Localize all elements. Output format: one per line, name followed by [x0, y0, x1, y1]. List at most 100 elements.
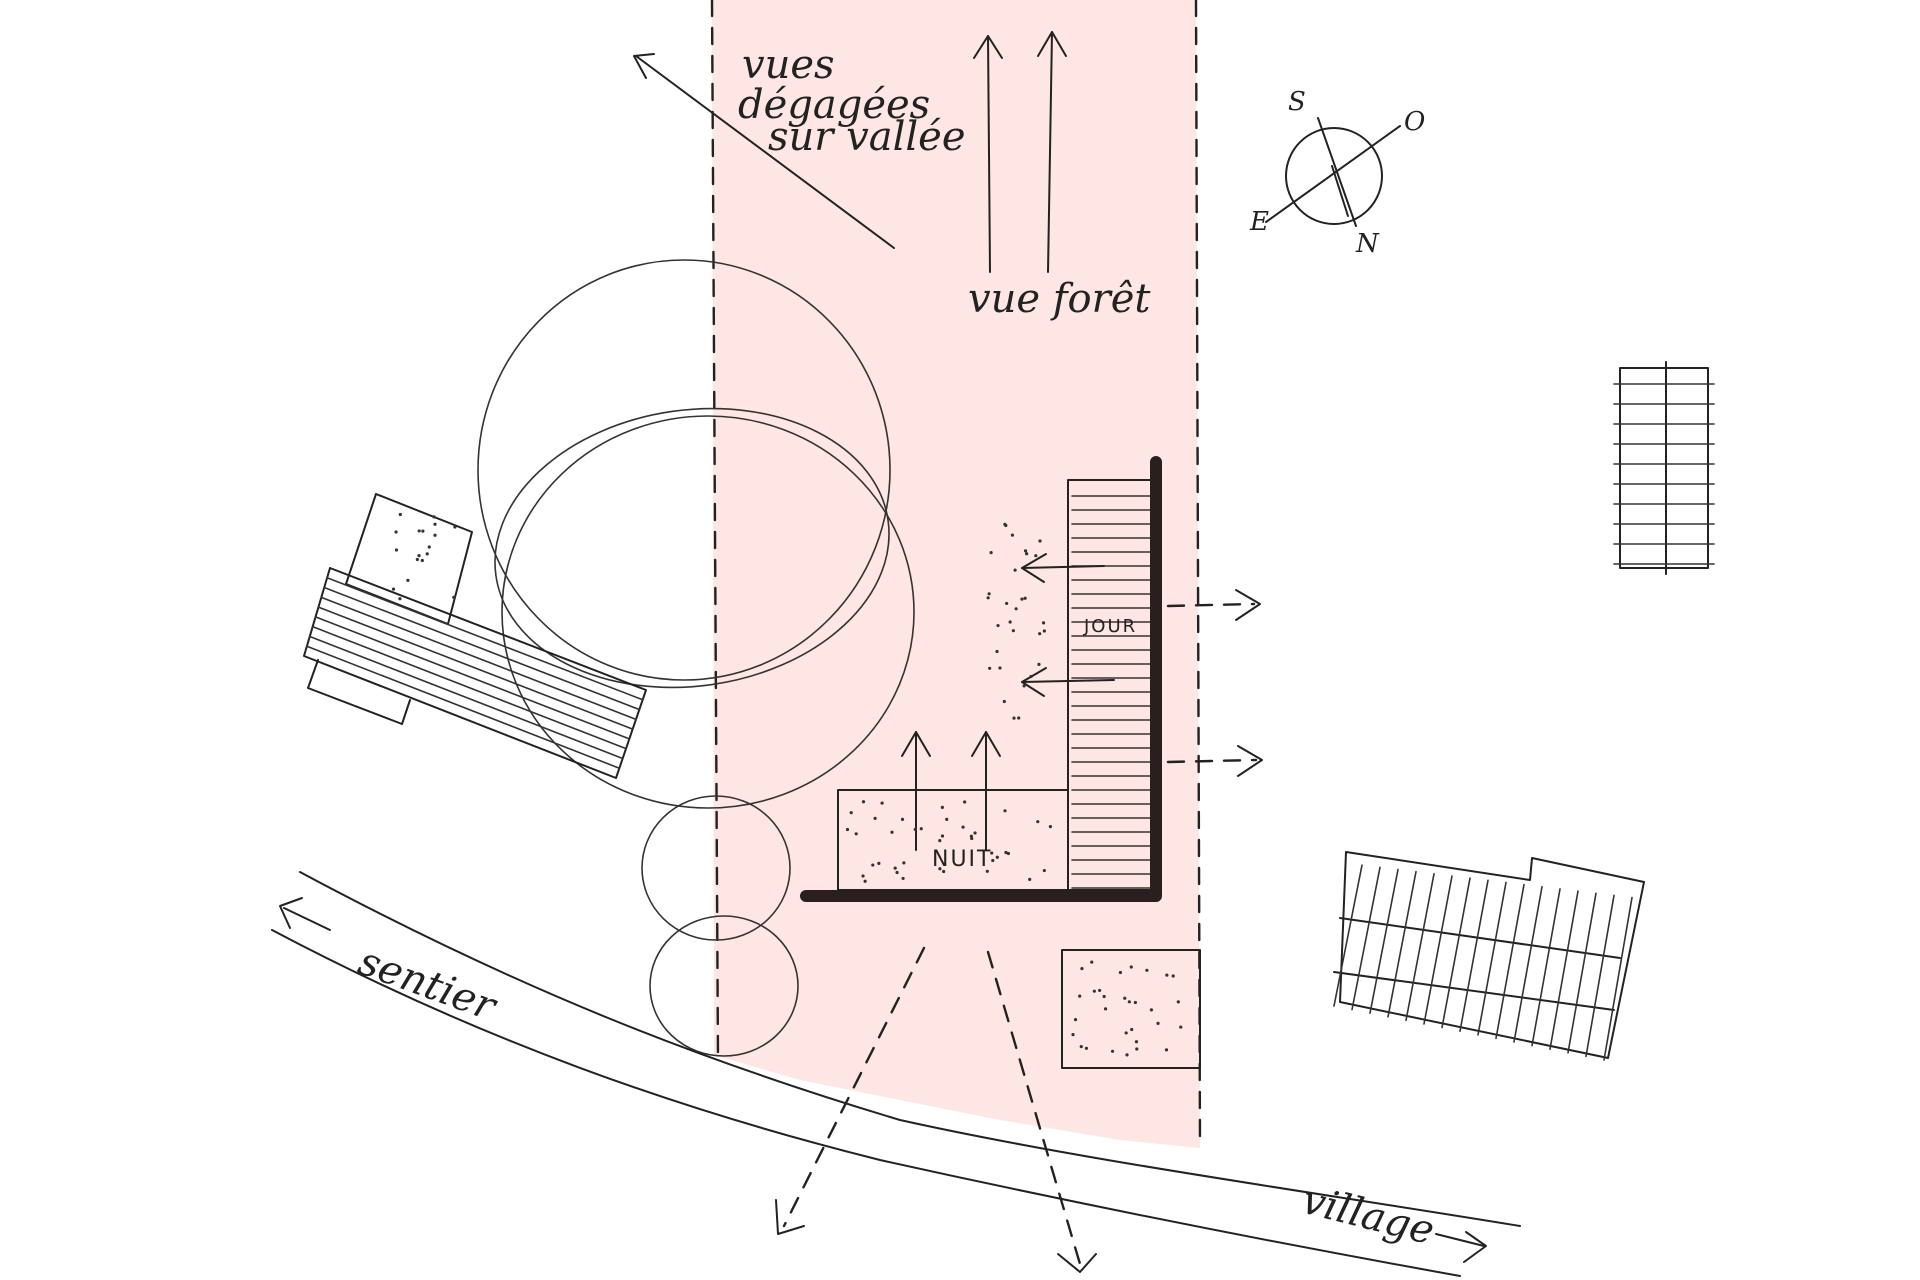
valley-view-label: vues dégagées sur vallée — [738, 42, 966, 160]
hatch-line — [320, 596, 637, 721]
stipple-dot — [1127, 1000, 1131, 1004]
path-road — [271, 871, 1521, 1277]
hatch-line — [314, 616, 631, 740]
valley-label-line-2: dégagées — [738, 82, 930, 128]
village-label: village — [1298, 1177, 1439, 1254]
hatch-line — [308, 635, 624, 760]
stipple-dot — [1017, 716, 1021, 720]
hatch-line — [1513, 885, 1543, 1043]
stipple-dot — [986, 596, 990, 600]
stipple-dot — [453, 525, 457, 529]
vegetation-stipple — [391, 512, 1183, 1057]
stipple-dot — [1156, 1021, 1160, 1025]
stipple-dot — [871, 863, 875, 867]
day-wing-east-arrows — [1166, 589, 1263, 777]
stipple-dot — [845, 827, 850, 832]
hatch-line — [1369, 868, 1399, 1015]
hatch-line — [306, 645, 621, 770]
stipple-dot — [415, 557, 419, 562]
stipple-dot — [1084, 1046, 1089, 1050]
stipple-dot — [985, 869, 989, 873]
stipple-dot — [996, 623, 1000, 628]
stipple-dot — [1023, 549, 1028, 553]
stipple-dot — [1145, 968, 1149, 972]
stipple-dot — [995, 855, 999, 859]
stipple-dot — [1092, 989, 1096, 993]
stipple-dot — [995, 649, 999, 654]
stipple-dot — [1103, 1007, 1108, 1011]
stipple-dot — [1038, 632, 1042, 636]
hatch-line — [1549, 890, 1579, 1050]
hatch-line — [323, 586, 641, 711]
stipple-dot — [990, 851, 994, 855]
stipple-dot — [900, 817, 905, 822]
stipple-dot — [1164, 1048, 1169, 1052]
stipple-dot — [394, 548, 399, 552]
building-zone-band — [712, 0, 1200, 1148]
valley-view-arrow — [633, 53, 895, 249]
stipple-dot — [1125, 1053, 1129, 1057]
stipple-dot — [398, 512, 402, 517]
hatch-line — [1405, 873, 1435, 1022]
valley-label-line-1: vues — [742, 42, 835, 88]
stipple-dot — [421, 529, 425, 533]
stipple-dot — [1025, 552, 1029, 556]
stipple-dot — [1002, 699, 1006, 704]
stipple-dot — [938, 839, 942, 843]
stipple-dot — [945, 817, 949, 821]
stipple-dot — [1020, 597, 1024, 601]
stipple-dot — [890, 830, 894, 834]
stipple-dot — [991, 858, 995, 863]
stipple-dot — [1029, 674, 1033, 679]
garden-plot-dotted — [1061, 949, 1201, 1069]
hatch-line — [1495, 883, 1525, 1040]
stipple-dot — [998, 666, 1002, 670]
day-wing-west-arrows — [1021, 553, 1115, 697]
stipple-dot — [1003, 809, 1007, 813]
stipple-dot — [1118, 970, 1123, 975]
stipple-dot — [417, 529, 421, 533]
neighbor-building-top-right — [1613, 361, 1715, 575]
stipple-dot — [893, 866, 897, 870]
compass-west: O — [1404, 107, 1425, 137]
stipple-dot — [1013, 568, 1017, 572]
stipple-dot — [880, 801, 884, 805]
stipple-dot — [973, 831, 977, 835]
stipple-dot — [1123, 996, 1127, 1000]
access-dashed-lines — [775, 946, 1097, 1273]
stipple-dot — [1004, 850, 1008, 855]
stipple-dot — [1037, 662, 1041, 666]
stipple-dot — [452, 595, 456, 599]
stipple-dot — [1133, 1000, 1137, 1005]
stipple-dot — [1004, 523, 1008, 528]
stipple-dot — [1179, 1025, 1183, 1029]
stipple-dot — [1110, 1049, 1115, 1053]
stipple-dot — [1073, 1018, 1078, 1022]
stipple-dot — [1149, 1008, 1154, 1012]
stipple-dot — [1079, 1044, 1083, 1049]
stipple-dot — [1012, 716, 1016, 720]
stipple-dot — [398, 597, 402, 601]
stipple-dot — [913, 827, 917, 831]
stipple-dot — [433, 522, 437, 526]
stipple-dot — [877, 861, 881, 865]
stipple-dot — [1078, 994, 1082, 998]
stipple-dot — [963, 800, 967, 804]
path-label: sentier — [353, 938, 505, 1031]
stipple-dot — [849, 811, 853, 815]
stipple-dot — [938, 867, 942, 871]
stipple-dot — [940, 805, 944, 809]
forest-view-label: vue forêt — [968, 276, 1151, 322]
stipple-dot — [1134, 1040, 1139, 1044]
hatch-line — [1351, 866, 1381, 1011]
stipple-dot — [942, 869, 946, 874]
stipple-dot — [861, 800, 866, 804]
stipple-dot — [989, 551, 993, 555]
day-label: JOUR — [1083, 616, 1137, 637]
stipple-dot — [420, 558, 424, 563]
stipple-dot — [861, 874, 865, 878]
stipple-dot — [1022, 684, 1026, 688]
stipple-dot — [854, 832, 858, 836]
stipple-dot — [1176, 1000, 1180, 1004]
stipple-dot — [1102, 994, 1106, 999]
